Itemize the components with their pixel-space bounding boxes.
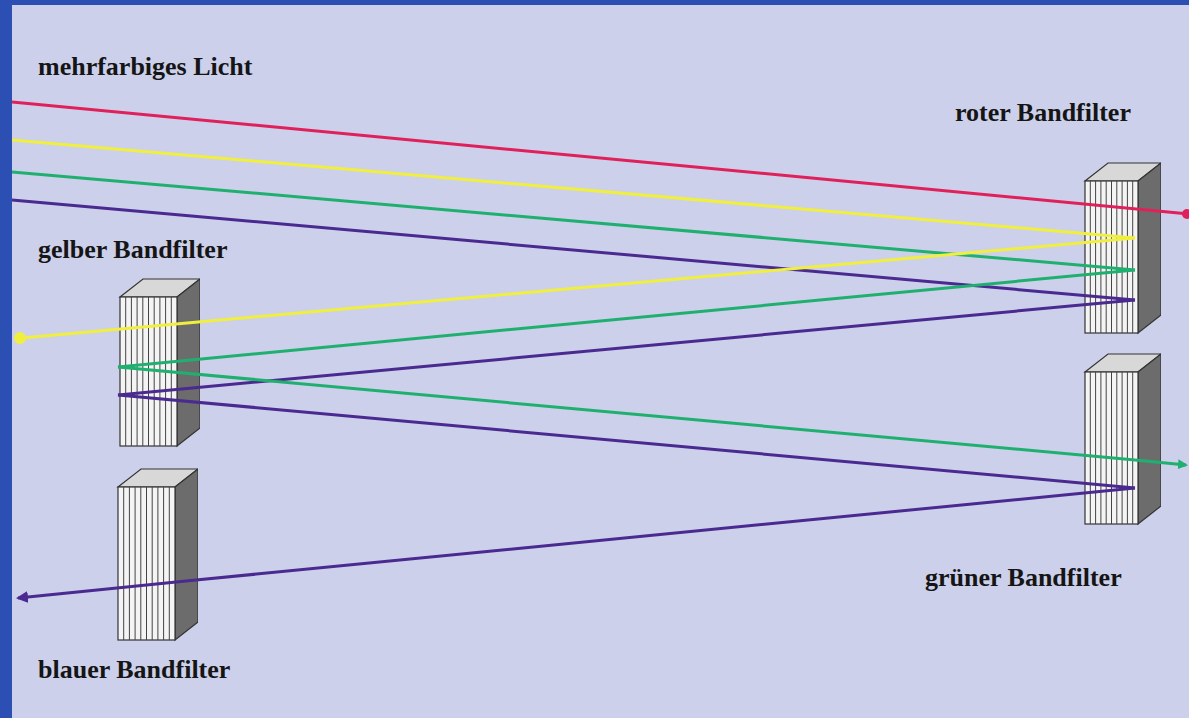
bandfilter: blauer Bandfilter <box>116 468 198 642</box>
frame-border <box>0 0 1189 5</box>
bandfilter-prism <box>1083 353 1161 526</box>
caption-label: mehrfarbiges Licht <box>38 52 252 82</box>
light-ray <box>118 270 1135 367</box>
ray-end-dot <box>14 332 26 344</box>
filter-label: grüner Bandfilter <box>925 563 1122 593</box>
filter-label: gelber Bandfilter <box>38 235 227 265</box>
bandfilter: roter Bandfilter <box>1083 162 1161 335</box>
frame-border <box>0 0 12 718</box>
ray-end-dot <box>1182 209 1189 219</box>
light-ray <box>118 395 1135 488</box>
filter-label: blauer Bandfilter <box>38 655 230 685</box>
bandfilter: grüner Bandfilter <box>1083 353 1161 526</box>
bandfilter-prism <box>116 468 198 642</box>
yellow-ray <box>12 140 1135 238</box>
label-group: mehrfarbiges Licht <box>38 52 252 82</box>
green-ray <box>12 172 1135 270</box>
light-ray <box>198 238 1135 322</box>
filter-label: roter Bandfilter <box>955 98 1131 128</box>
light-ray <box>118 367 1135 460</box>
bandfilter-prism <box>1083 162 1161 335</box>
